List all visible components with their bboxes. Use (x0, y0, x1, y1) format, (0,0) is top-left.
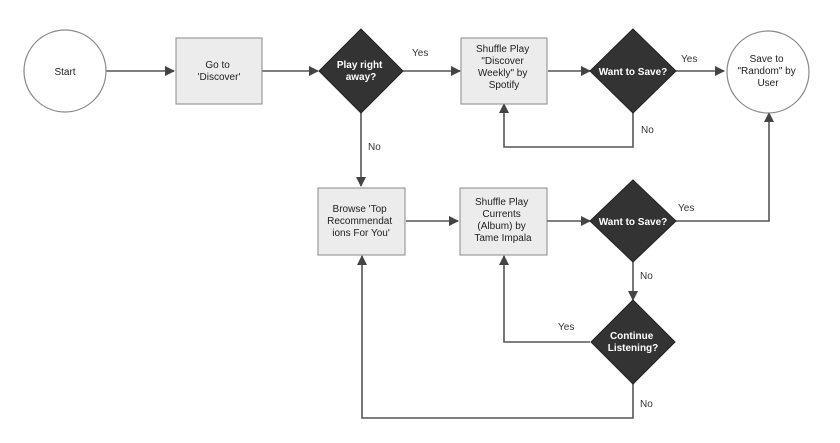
node-save-random-line: "Random" by (737, 66, 795, 77)
node-browse-line: Browse 'Top (333, 204, 388, 215)
svg-text:Continue Listening?: Continue Listening? (608, 331, 659, 354)
node-play-line: away? (346, 72, 377, 83)
node-save-random-line: User (757, 78, 779, 89)
node-shuffle-dw-line: Spotify (489, 80, 520, 91)
node-go-discover-line: Go to (205, 60, 230, 71)
edge-label-play-yes: Yes (412, 48, 428, 59)
svg-text:Shuffle Play Currents: Shuffle Play Currents (Album) by Tame Im… (474, 197, 532, 244)
node-shuffle-currents-line: Tame Impala (474, 233, 532, 244)
edge-label-play-no: No (368, 142, 381, 153)
svg-text:Start: Start (54, 67, 75, 78)
edge-save1-no-loop (499, 103, 634, 148)
node-save1-line: Want to Save? (599, 67, 668, 78)
node-play-right-away: Play right away? (318, 28, 404, 114)
node-save2-line: Want to Save? (599, 217, 668, 228)
node-continue-line: Continue (610, 331, 654, 342)
svg-text:Save to "Random" by: Save to "Random" by User (737, 54, 798, 89)
node-start-line: Start (54, 67, 75, 78)
node-go-discover: Go to 'Discover' (175, 37, 263, 105)
edge-label-continue-yes: Yes (558, 322, 574, 333)
edge-continue-no-to-browse (357, 255, 634, 419)
edge-label-save1-yes: Yes (681, 54, 697, 65)
node-shuffle-dw-line: Shuffle Play (476, 44, 529, 55)
svg-text:Play right away?: Play right away? (337, 60, 385, 83)
edge-label-save2-yes: Yes (678, 203, 694, 214)
node-save-random: Save to "Random" by User (726, 30, 810, 114)
node-browse-line: Recommendat (327, 216, 392, 227)
node-want-to-save-1: Want to Save? (589, 28, 677, 114)
edge-label-save2-no: No (640, 271, 653, 282)
node-want-to-save-2: Want to Save? (589, 179, 677, 263)
node-shuffle-currents: Shuffle Play Currents (Album) by Tame Im… (459, 187, 548, 256)
svg-text:Want to Save?: Want to Save? (599, 67, 668, 78)
edge-save2-yes-to-save-random (676, 112, 774, 222)
svg-text:Go to 'Discover': Go to 'Discover' (198, 60, 241, 83)
edge-label-continue-no: No (640, 399, 653, 410)
node-shuffle-currents-line: Currents (482, 209, 520, 220)
node-continue-line: Listening? (608, 343, 659, 354)
edge-labels: Yes No Yes No Yes No Yes No (368, 48, 697, 410)
node-save-random-line: Save to (750, 54, 784, 65)
node-browse-top: Browse 'Top Recommendat ions For You' (317, 187, 406, 256)
node-shuffle-currents-line: (Album) by (477, 221, 525, 232)
node-shuffle-discover-weekly: Shuffle Play "Discover Weekly" by Spotif… (460, 37, 548, 105)
edge-continue-yes-to-shuffle-currents (499, 255, 590, 343)
edge-label-save1-no: No (641, 125, 654, 136)
node-shuffle-dw-line: "Discover (481, 56, 524, 67)
node-start: Start (23, 29, 107, 113)
node-continue-listening: Continue Listening? (590, 299, 676, 385)
svg-text:Browse 'Top Recommendat: Browse 'Top Recommendat ions For You' (327, 204, 395, 239)
node-browse-line: ions For You' (332, 228, 390, 239)
svg-text:Shuffle Play "Discover: Shuffle Play "Discover Weekly" by Spotif… (476, 44, 532, 91)
node-shuffle-dw-line: Weekly" by (478, 68, 528, 79)
node-go-discover-line: 'Discover' (198, 72, 241, 83)
svg-text:Want to Save?: Want to Save? (599, 217, 668, 228)
edges (106, 66, 774, 419)
node-play-line: Play right (337, 60, 383, 71)
node-shuffle-currents-line: Shuffle Play (475, 197, 528, 208)
